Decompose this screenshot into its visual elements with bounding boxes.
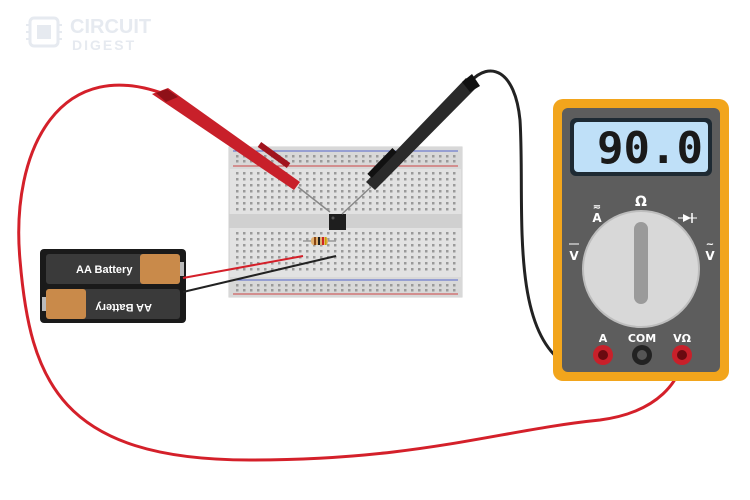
jack-label-amps: A [599,332,608,345]
multimeter-display: 90.0 [570,118,712,176]
jack-label-volt-ohm: VΩ [673,332,692,345]
selector-dial[interactable] [582,210,700,328]
jack-com[interactable] [632,345,652,365]
svg-text:V: V [569,249,579,263]
battery-black-wire [182,255,337,293]
red-probe [152,88,331,213]
display-value: 90.0 [597,123,703,174]
battery-red-wire [182,255,304,279]
dial-label-ohm: Ω [635,194,647,210]
battery-cell-bottom: AA Battery [42,289,180,319]
battery-label-top: AA Battery [76,264,133,276]
jack-label-com: COM [628,332,656,345]
svg-text:A: A [592,211,602,225]
jack-volt-ohm[interactable] [672,345,692,365]
resistor [303,237,336,245]
diode-icon [678,213,697,223]
multimeter: 90.0 Ω ≂ A V ~ V A COM VΩ [553,99,729,381]
svg-text:~: ~ [706,239,714,250]
jack-amps[interactable] [593,345,613,365]
dial-label-dc-volts: V [569,243,579,263]
battery-label-bottom: AA Battery [95,301,152,313]
svg-text:≂: ≂ [593,202,601,213]
dial-label-ac-volts: ~ V [705,239,715,263]
ic-chip [329,214,346,230]
red-probe-cable [17,83,686,462]
battery-cell-top: AA Battery [46,254,184,284]
chip-icon [26,16,62,48]
logo-line-2: DIGEST [72,37,136,53]
logo-line-1: CIRCUIT [70,16,151,38]
dial-label-ac-amps: ≂ A [592,202,602,225]
black-probe [341,74,480,215]
battery-pack: AA Battery AA Battery [40,249,186,323]
svg-text:V: V [705,249,715,263]
circuit-digest-logo: CIRCUIT DIGEST [26,16,151,53]
